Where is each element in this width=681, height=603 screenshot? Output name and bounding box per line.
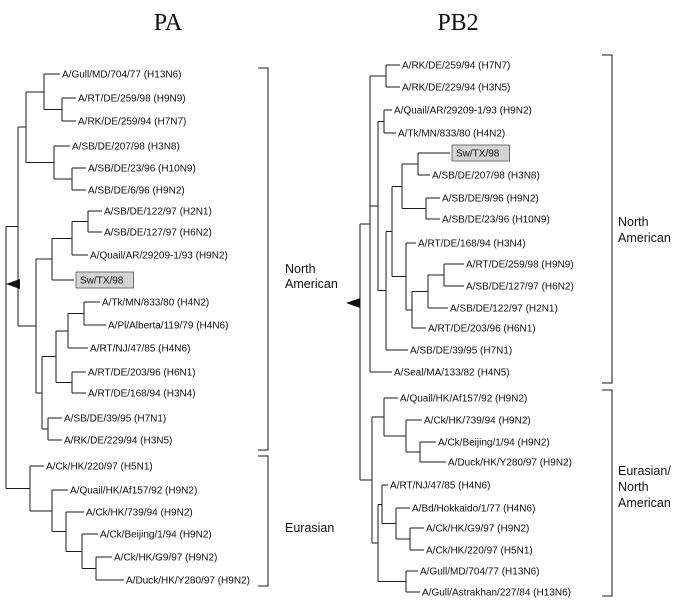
leaf-label: A/RK/DE/259/94 (H7N7) [402,61,510,72]
clade-label: Eurasian [285,521,334,535]
leaf-label: A/Quail/AR/29209-1/93 (H9N2) [394,106,532,117]
leaf-label: A/Quail/AR/29209-1/93 (H9N2) [90,251,228,262]
leaf-label: A/SB/DE/207/98 (H3N8) [72,142,180,153]
leaf-label: A/Quail/HK/Af157/92 (H9N2) [400,394,527,405]
leaf-label: A/SB/DE/23/96 (H10N9) [442,215,550,226]
leaf-label: A/SB/DE/127/97 (H6N2) [466,282,574,293]
leaf-label: A/RK/DE/229/94 (H3N5) [402,83,510,94]
leaf-label: A/RT/DE/203/96 (H6N1) [428,324,536,335]
leaf-label: A/RT/DE/259/98 (H9N9) [78,94,186,105]
highlighted-leaf-label: Sw/TX/98 [456,149,500,160]
leaf-label: A/Ck/HK/739/94 (H9N2) [424,416,531,427]
leaf-label: A/SB/DE/23/96 (H10N9) [88,164,196,175]
highlight-box [451,144,510,162]
leaf-label: A/Pl/Alberta/119/79 (H4N6) [108,321,228,332]
highlight-box [75,271,134,289]
clade-bracket [258,455,269,587]
clade-label: North [618,480,649,494]
pa-root-arrow-icon [6,279,20,289]
leaf-label: A/SB/DE/207/98 (H3N8) [432,171,540,182]
leaf-label: A/Gull/Astrakhan/227/84 (H13N6) [422,588,571,599]
pb2-leaf-labels: A/RK/DE/259/94 (H7N7) A/RK/DE/229/94 (H3N… [390,61,574,599]
leaf-label: A/SB/DE/6/96 (H9N2) [88,186,185,197]
highlighted-leaf-label: Sw/TX/98 [80,276,124,287]
leaf-label: A/Seal/MA/133/82 (H4N5) [394,368,510,379]
clade-bracket [602,54,613,384]
leaf-label: A/RK/DE/229/94 (H3N5) [64,436,172,447]
pb2-branches [359,64,464,593]
leaf-label: A/SB/DE/122/97 (H2N1) [450,304,558,315]
pa-leaf-labels: A/Gull/MD/704/77 (H13N6) A/RT/DE/259/98 (… [46,70,250,587]
leaf-label: A/Gull/MD/704/77 (H13N6) [62,70,182,81]
leaf-label: A/Ck/Beijing/1/94 (H9N2) [100,530,212,541]
leaf-label: A/Ck/Beijing/1/94 (H9N2) [438,438,550,449]
leaf-label: A/Ck/HK/G9/97 (H9N2) [426,524,529,535]
leaf-label: A/Quail/HK/Af157/92 (H9N2) [70,486,197,497]
leaf-label: A/Tk/MN/833/80 (H4N2) [398,129,505,140]
leaf-label: A/Ck/HK/G9/97 (H9N2) [114,553,217,564]
leaf-label: A/Ck/HK/220/97 (H5N1) [426,546,533,557]
clade-label: American [618,231,671,245]
leaf-label: A/SB/DE/127/97 (H6N2) [104,228,212,239]
leaf-label: A/SB/DE/122/97 (H2N1) [104,207,212,218]
pa-title: PA [154,10,183,36]
clade-label: American [618,496,671,510]
leaf-label: A/RT/DE/203/96 (H6N1) [88,368,196,379]
pa-clade-bracket-2: Eurasian [258,455,334,587]
clade-label: Eurasian/ [618,464,671,478]
pa-branches [5,73,124,581]
leaf-label: A/Duck/HK/Y280/97 (H9N2) [448,458,572,469]
clade-bracket [258,67,269,451]
leaf-label: A/RK/DE/259/94 (H7N7) [78,117,186,128]
leaf-label: A/Tk/MN/833/80 (H4N2) [102,298,209,309]
clade-label: North [285,262,316,276]
leaf-label: A/RT/NJ/47/85 (H4N6) [390,481,490,492]
leaf-label: A/Ck/HK/739/94 (H9N2) [86,508,193,519]
pb2-root-arrow-icon [346,298,360,308]
leaf-label: A/RT/NJ/47/85 (H4N6) [90,344,190,355]
leaf-label: A/Duck/HK/Y280/97 (H9N2) [126,576,250,587]
leaf-label: A/RT/DE/168/94 (H3N4) [88,389,196,400]
leaf-label: A/SB/DE/9/96 (H9N2) [442,194,539,205]
leaf-label: A/RT/DE/168/94 (H3N4) [418,239,526,250]
leaf-label: A/RT/DE/259/98 (H9N9) [466,260,574,271]
leaf-label: A/SB/DE/39/95 (H7N1) [64,414,166,425]
pb2-title: PB2 [437,10,478,36]
leaf-label: A/Gull/MD/704/77 (H13N6) [420,567,540,578]
clade-label: North [618,215,649,229]
pa-tree-panel: PA A/Gull/MD/704/77 (H13N6) A/RT/DE/259/98… [5,10,338,587]
leaf-label: A/SB/DE/39/95 (H7N1) [410,346,512,357]
leaf-label: A/Bd/Hokkaido/1/77 (H4N6) [412,504,535,515]
clade-label: American [285,277,338,291]
clade-bracket [602,389,613,597]
leaf-label: A/Ck/HK/220/97 (H5N1) [46,462,153,473]
